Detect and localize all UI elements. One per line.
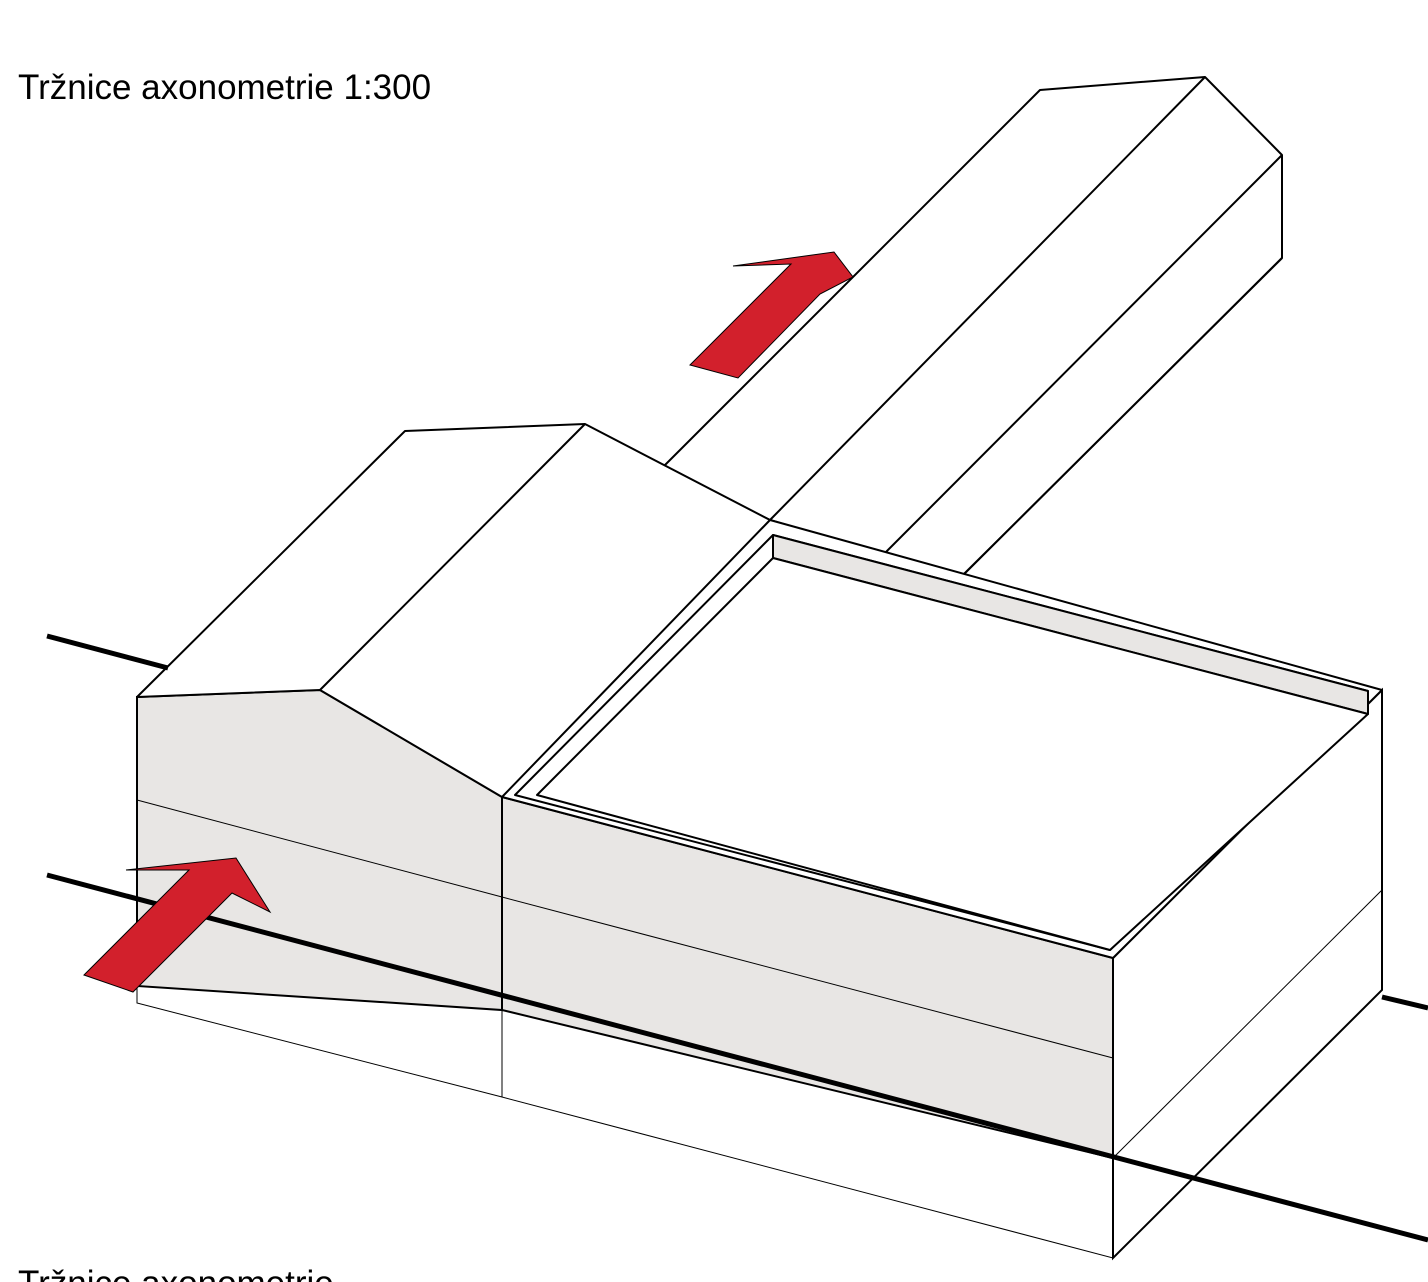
entrance-arrow-rear bbox=[689, 251, 854, 379]
entrance-arrows bbox=[83, 251, 854, 993]
drawing-title-cutoff: Tržnice axonometrie bbox=[18, 1266, 334, 1282]
entrance-arrow-front bbox=[83, 857, 272, 993]
roof-surface bbox=[536, 557, 1369, 951]
rear-street-line-left bbox=[46, 633, 169, 671]
rear-street-line-right bbox=[1381, 994, 1428, 1011]
drawing-title: Tržnice axonometrie 1:300 bbox=[18, 68, 432, 107]
flat-roof-block bbox=[501, 519, 1383, 959]
front-street-line bbox=[46, 872, 1428, 1243]
street-lines bbox=[46, 633, 1428, 1243]
